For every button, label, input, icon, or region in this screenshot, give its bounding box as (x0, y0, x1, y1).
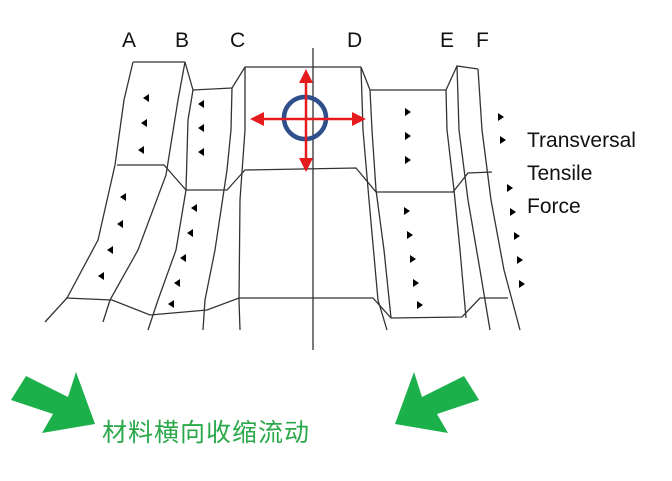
arrow-left-a6 (107, 246, 129, 254)
arrow-left-b4 (191, 204, 213, 212)
column-label-f: F (476, 29, 489, 52)
arrow-left-a5 (117, 220, 139, 228)
arrow-left-b8 (168, 300, 190, 308)
arrow-right-f5 (498, 232, 520, 240)
arrow-left-b6 (180, 254, 202, 262)
arrow-right-d1 (389, 108, 411, 116)
column-label-d: D (347, 29, 362, 52)
arrow-right-f1 (482, 113, 504, 121)
caption-text: 材料横向收缩流动 (102, 418, 310, 447)
column-label-c: C (230, 29, 245, 52)
force-arrows-d (388, 108, 423, 309)
arrow-left-a3 (138, 146, 160, 154)
arrow-right-f7 (503, 280, 525, 288)
arrow-right-d6 (394, 255, 416, 263)
side-label-line-3: Force (527, 195, 581, 218)
green-arrow-right-down-icon (11, 372, 95, 433)
arrow-right-d2 (389, 132, 411, 140)
arrow-right-d7 (397, 279, 419, 287)
force-arrows-b (168, 100, 220, 308)
side-label-line-1: Transversal (527, 129, 636, 152)
side-label-line-2: Tensile (527, 162, 592, 185)
arrow-left-b2 (198, 124, 220, 132)
force-arrows-f (482, 113, 525, 288)
arrow-right-f6 (501, 256, 523, 264)
arrow-left-a1 (143, 94, 165, 102)
arrow-right-f3 (491, 184, 513, 192)
column-label-b: B (175, 29, 189, 52)
arrow-right-d4 (388, 207, 410, 215)
force-arrows-a (98, 94, 165, 280)
arrow-left-a7 (98, 272, 120, 280)
arrow-right-d5 (391, 231, 413, 239)
arrow-left-b1 (198, 100, 220, 108)
arrow-right-d3 (389, 156, 411, 164)
arrow-left-b7 (174, 279, 196, 287)
arrow-left-b3 (198, 148, 220, 156)
column-label-a: A (122, 29, 136, 52)
arrow-left-b5 (187, 229, 209, 237)
column-label-e: E (440, 29, 454, 52)
arrow-left-a4 (120, 193, 142, 201)
arrow-right-f2 (484, 136, 506, 144)
crosshair-circle-icon (250, 69, 366, 172)
green-arrow-left-down-icon (395, 372, 479, 433)
arrow-right-d8 (401, 301, 423, 309)
strip-grid (44, 48, 521, 350)
arrow-right-f4 (494, 208, 516, 216)
arrow-left-a2 (141, 119, 163, 127)
